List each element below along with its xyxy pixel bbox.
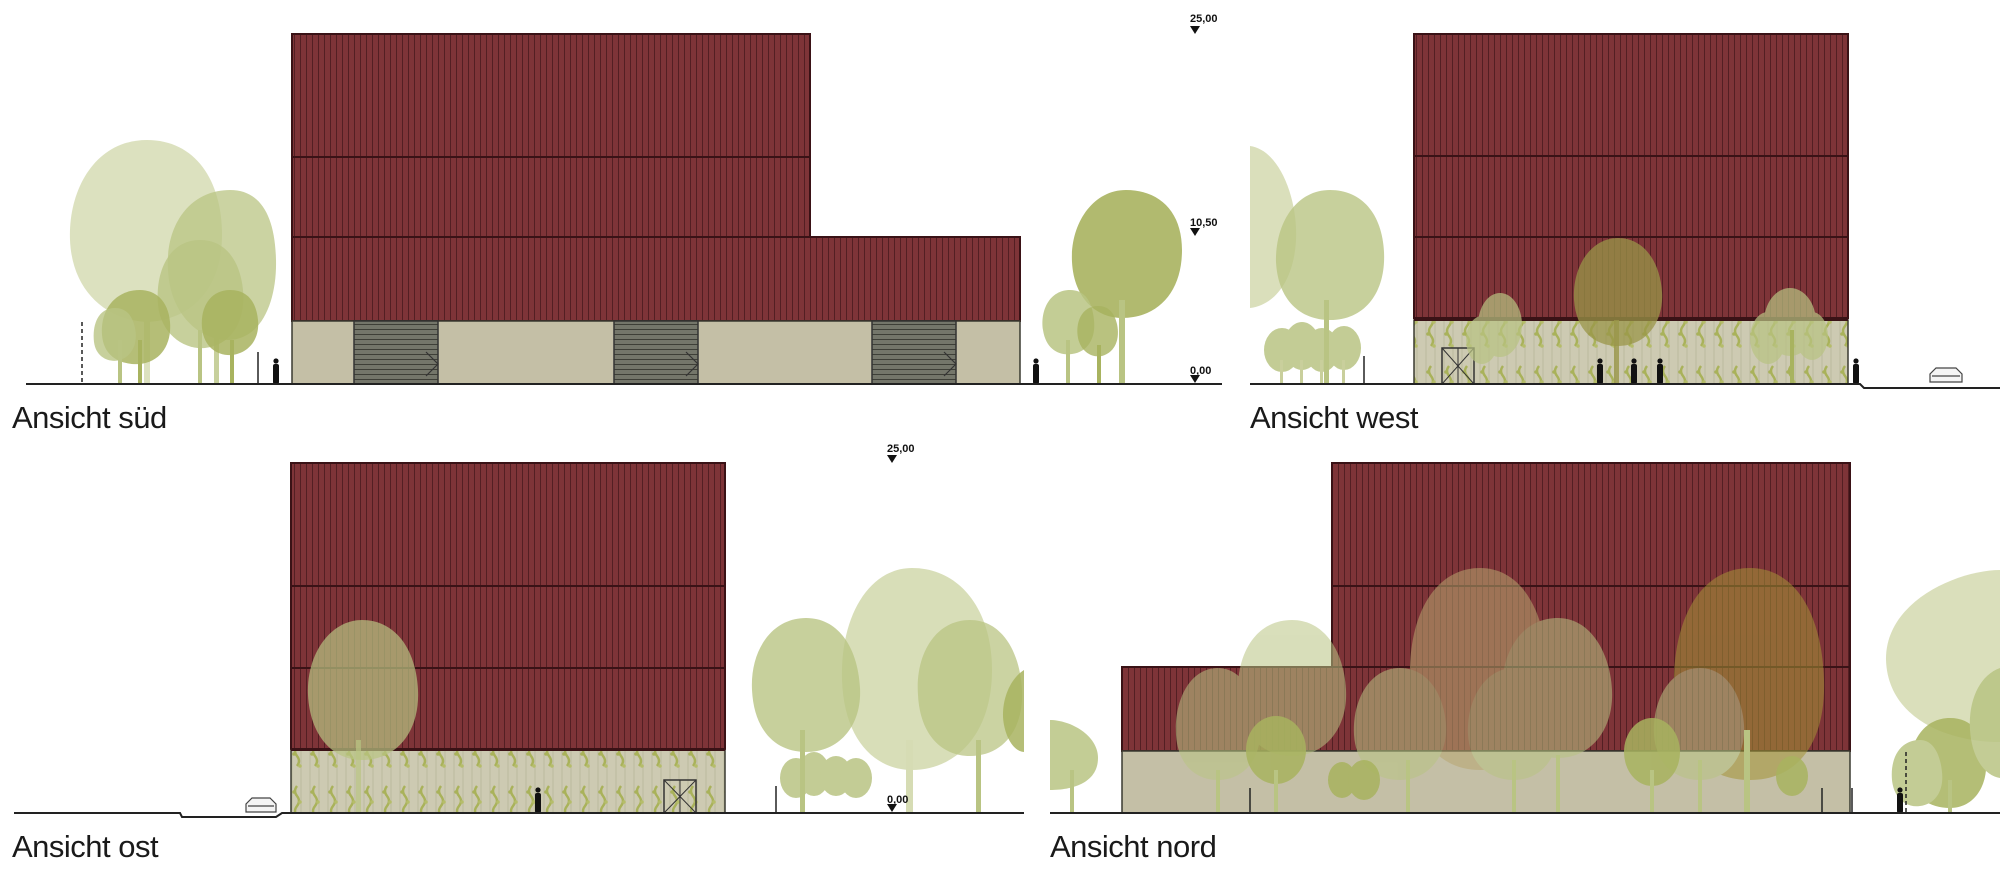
level-label-ost-ground: 0,00 bbox=[887, 794, 909, 806]
tree-icon bbox=[917, 620, 1023, 756]
level-marker-icon bbox=[887, 455, 897, 463]
view-east-drawing bbox=[14, 462, 1024, 818]
level-marker-icon bbox=[1190, 375, 1200, 383]
level-label-sued-ground: 0,00 bbox=[1190, 365, 1212, 377]
level-marker-icon bbox=[887, 804, 897, 812]
tree-icon bbox=[1275, 190, 1385, 320]
tree-icon bbox=[751, 618, 861, 752]
tree-icon bbox=[201, 290, 259, 356]
view-south-drawing bbox=[26, 33, 1222, 385]
tree-icon bbox=[1050, 720, 1098, 790]
level-label-sued-mid: 10,50 bbox=[1190, 217, 1218, 229]
view-title-nord: Ansicht nord bbox=[1050, 829, 1217, 864]
tree-icon bbox=[1071, 190, 1182, 318]
level-marker-icon bbox=[1190, 26, 1200, 34]
car-icon bbox=[245, 797, 277, 813]
tree-icon bbox=[1573, 238, 1663, 346]
tree-icon bbox=[307, 620, 419, 760]
tree-icon bbox=[1885, 570, 2000, 742]
view-title-west: Ansicht west bbox=[1250, 400, 1419, 435]
view-title-ost: Ansicht ost bbox=[12, 829, 159, 864]
level-markers-east bbox=[887, 455, 897, 812]
level-label-ost-top: 25,00 bbox=[887, 443, 915, 455]
view-title-sued: Ansicht süd bbox=[12, 400, 167, 435]
car-icon bbox=[1929, 367, 1963, 383]
level-label-sued-top: 25,00 bbox=[1190, 13, 1218, 25]
view-north-drawing bbox=[1050, 462, 2000, 814]
view-west-drawing bbox=[1250, 33, 2000, 389]
level-marker-icon bbox=[1190, 228, 1200, 236]
level-markers-south bbox=[1190, 26, 1200, 383]
